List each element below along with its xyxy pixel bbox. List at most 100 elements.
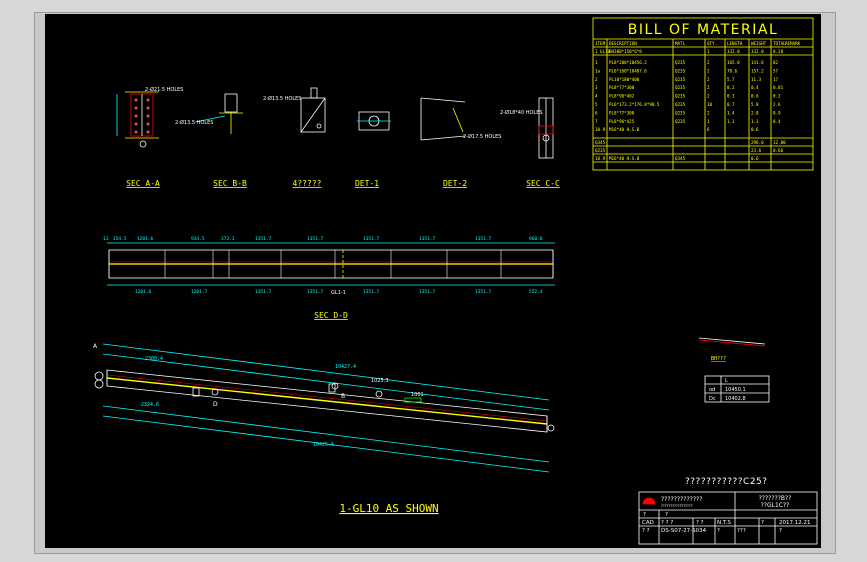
top-dim-label: 373.3 bbox=[221, 236, 235, 242]
bom-cell: 2 bbox=[707, 85, 710, 90]
dim-bot-left: 2324.6 bbox=[141, 402, 159, 408]
top-dim-label: 960.8 bbox=[529, 236, 543, 242]
bom-cell: 78.6 bbox=[727, 68, 738, 73]
dim-top: 10427.4 bbox=[335, 364, 356, 370]
bom-cell: PL6*173.2*176.8*90.5 bbox=[609, 102, 660, 107]
bom-cell: 10.9 bbox=[595, 127, 606, 132]
bom-cell: 5.7 bbox=[727, 77, 735, 82]
bom-cell: 6 bbox=[707, 127, 710, 132]
label-cut: 1025.3 bbox=[371, 378, 389, 384]
key-plan-caption: BH??? bbox=[711, 356, 726, 362]
bom-cell: 5 bbox=[595, 102, 598, 107]
det1-drawing bbox=[357, 111, 391, 131]
bom-cell: 0.01 bbox=[773, 85, 784, 90]
bom-cell: 165.0 bbox=[727, 60, 740, 65]
tb-cell: ? bbox=[643, 512, 646, 518]
bom-cell: PL8*200*10456.2 bbox=[609, 60, 647, 65]
drawing-name-1: ???????B?? bbox=[759, 495, 792, 502]
sec-a-holes-note: 2-Ø21.5 HOLES bbox=[145, 86, 183, 93]
sec-c-drawing bbox=[538, 97, 554, 159]
bom-cell: Q235 bbox=[675, 119, 686, 124]
bom-cell: Q345 bbox=[595, 140, 606, 145]
bom-title: BILL OF MATERIAL bbox=[628, 22, 779, 38]
tb-cell: ? ? ? bbox=[661, 520, 673, 526]
key-table-cell: 10402.8 bbox=[725, 396, 746, 402]
bom-cell: PL8*96*425 bbox=[609, 119, 635, 124]
bom-cell: Q235 bbox=[675, 102, 686, 107]
bom-cell: 23.6 bbox=[751, 148, 762, 153]
title-block-rows: ??CAD? ? ?? ?N.T.S?2017.12.21? ?DS-S07-2… bbox=[642, 512, 811, 534]
bom-cell: 0.2 bbox=[773, 94, 781, 99]
bom-cell: 2.8 bbox=[751, 110, 759, 115]
sec-c-holes-note: 2-Ø18*40 HOLES bbox=[500, 109, 543, 116]
sec-b-drawing bbox=[194, 93, 243, 134]
bom-cell: 0.2 bbox=[727, 85, 735, 90]
sec-a-drawing bbox=[116, 91, 159, 148]
bom-cell: M16*40 H.S.B bbox=[609, 127, 640, 132]
bom-cell: 4 bbox=[595, 94, 598, 99]
bom-cell: 1.1 bbox=[727, 119, 735, 124]
bottom-dim-label: 1351.7 bbox=[307, 289, 324, 295]
bottom-dim-label: 1201.7 bbox=[191, 289, 208, 295]
bom-cell: 141.6 bbox=[751, 60, 764, 65]
tb-cell: CAD bbox=[642, 520, 654, 526]
bom-cell: Q235 bbox=[675, 85, 686, 90]
bom-cell: 1a bbox=[595, 68, 601, 73]
sec-d-label: SEC D-D bbox=[314, 311, 348, 320]
tb-cell: DS-S07-27-S034 bbox=[661, 528, 707, 534]
bom-cell: Q235 bbox=[595, 148, 606, 153]
top-dim-label: 1201.6 bbox=[137, 236, 154, 242]
bom-cell: Q235 bbox=[675, 68, 686, 73]
bom-cell: 0.66 bbox=[773, 148, 784, 153]
section-3-drawing bbox=[300, 87, 326, 133]
bom-cell: 1 bbox=[595, 60, 598, 65]
top-dim-label: 1351.7 bbox=[419, 236, 436, 242]
dim-bottom: 10425.6 bbox=[313, 442, 334, 448]
bom-cell: 3 bbox=[595, 85, 598, 90]
bom-cell: 0.6 bbox=[751, 127, 759, 132]
bottom-dim-label: 1351.7 bbox=[363, 289, 380, 295]
dim-left: 2300.4 bbox=[145, 356, 163, 362]
sec-b-label: SEC B-B bbox=[213, 179, 247, 188]
key-table-cell: Dc bbox=[709, 396, 716, 402]
bom-cell: BH300*150*6*8 bbox=[609, 49, 642, 54]
bom-table bbox=[592, 17, 814, 171]
key-table-cell: od bbox=[709, 387, 715, 393]
bom-cell: 0.28 bbox=[773, 49, 784, 54]
bom-cell: 17 bbox=[773, 77, 779, 82]
bom-cell: 0.3 bbox=[727, 94, 735, 99]
bom-cell: 2.6 bbox=[773, 102, 781, 107]
bom-cell: 10 bbox=[707, 102, 713, 107]
top-dim-label: 1351.7 bbox=[475, 236, 492, 242]
tb-cell: N.T.S bbox=[717, 520, 731, 526]
bom-cell: 2 bbox=[707, 68, 710, 73]
bom-cell: 1 GL10 bbox=[595, 49, 611, 54]
bom-cell: 12.00 bbox=[773, 140, 786, 145]
key-table-cell: L bbox=[725, 378, 728, 384]
bom-cell: 11.3 bbox=[751, 77, 762, 82]
tb-cell: ??? bbox=[737, 528, 746, 534]
bom-cell: 296.0 bbox=[751, 140, 764, 145]
top-dim-label: 13 bbox=[103, 236, 109, 242]
bom-cell: PL8*77*300 bbox=[609, 85, 635, 90]
label-1001: 1001 bbox=[411, 392, 424, 398]
sec-a-label: SEC A-A bbox=[126, 179, 160, 188]
bom-cell: 57 bbox=[773, 68, 779, 73]
bom-header-cell: TOTAL bbox=[773, 41, 786, 46]
tb-cell: ? bbox=[779, 528, 782, 534]
bottom-dim-label: 1351.7 bbox=[475, 289, 492, 295]
bom-cell: Q235 bbox=[675, 94, 686, 99]
tb-cell: ? bbox=[717, 528, 720, 534]
sec-c-label: SEC C-C bbox=[526, 179, 560, 188]
bom-cell: 332.0 bbox=[751, 49, 764, 54]
bom-cell: 0.4 bbox=[751, 85, 759, 90]
label-b: B bbox=[341, 393, 345, 400]
tb-cell: ? ? bbox=[696, 520, 704, 526]
bom-cell: 332.0 bbox=[727, 49, 740, 54]
bom-header-cell: REMARK bbox=[785, 41, 801, 46]
bom-cell: 0.6 bbox=[751, 94, 759, 99]
